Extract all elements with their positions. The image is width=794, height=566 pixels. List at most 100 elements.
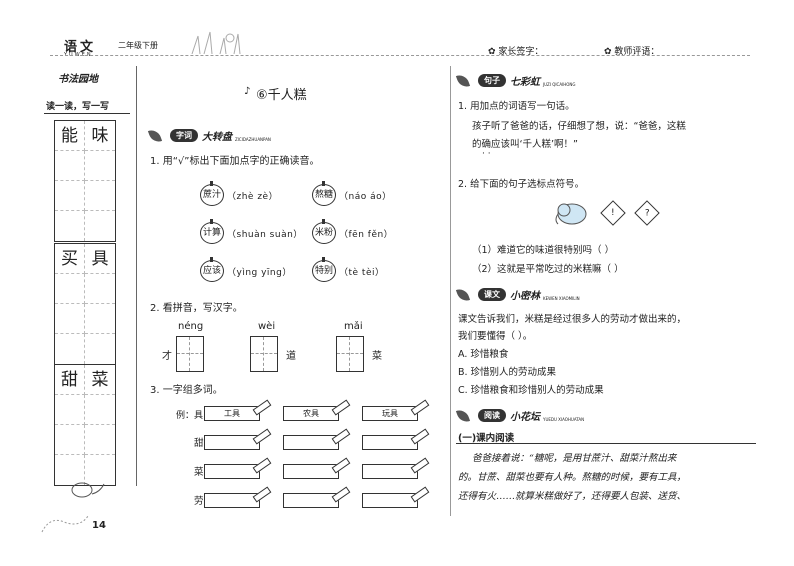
- example-word-box: 工具: [204, 406, 260, 421]
- pinyin-options: （shuàn suàn）: [227, 229, 303, 240]
- grid-cell[interactable]: [55, 304, 85, 334]
- punctuation-item[interactable]: （2）这就是平常吃过的米糕嘛（ ）: [472, 264, 624, 275]
- question-3: 3. 一字组多词。: [150, 385, 223, 396]
- writing-grid: 买 具: [54, 243, 116, 365]
- grid-cell[interactable]: [55, 151, 85, 181]
- pronunciation-choice[interactable]: 熬糖 （náo áo）: [312, 181, 392, 206]
- pencil-icon: [331, 399, 351, 416]
- answer-word-box[interactable]: [283, 464, 339, 479]
- grid-cell[interactable]: [55, 395, 85, 425]
- exclamation-sign-icon[interactable]: !: [600, 200, 626, 226]
- grid-cell[interactable]: [55, 211, 85, 241]
- grid-cell[interactable]: [85, 395, 115, 425]
- question-1: 1. 用“√”标出下面加点字的正确读音。: [150, 156, 320, 167]
- section-name: 七彩虹: [510, 77, 540, 88]
- teacher-comment-label: 教师评语：: [614, 47, 660, 57]
- pronunciation-choice[interactable]: 米粉 （fēn fěn）: [312, 219, 393, 244]
- grid-cell[interactable]: [85, 274, 115, 304]
- header-divider: [50, 55, 750, 56]
- music-note-icon: ♪: [244, 86, 251, 97]
- pencil-icon: [331, 486, 351, 503]
- hanzi-write-box[interactable]: [176, 336, 204, 372]
- pronunciation-choice[interactable]: 蔗汁 （zhè zè）: [200, 181, 278, 206]
- section-pinyin: JUZI QICAIHONG: [543, 82, 576, 87]
- pencil-icon: [252, 428, 272, 445]
- question-2: 2. 看拼音，写汉字。: [150, 303, 243, 314]
- grid-cell[interactable]: [85, 304, 115, 334]
- pencil-icon: [410, 428, 430, 445]
- reading-line: 还得有火……就算米糕做好了，还得要人包装、送货、: [458, 491, 687, 502]
- answer-word-box[interactable]: [283, 435, 339, 450]
- pronunciation-choice[interactable]: 计算 （shuàn suàn）: [200, 219, 303, 244]
- row-char: 菜: [194, 467, 204, 478]
- pronunciation-choice[interactable]: 应该 （yìng yīng）: [200, 257, 292, 282]
- answer-word-box[interactable]: [362, 464, 418, 479]
- writing-grid: 能 味: [54, 120, 116, 242]
- grid-cell[interactable]: [85, 425, 115, 455]
- answer-word-box[interactable]: [204, 464, 260, 479]
- example-word-box: 农具: [283, 406, 339, 421]
- page-number: 14: [92, 520, 106, 531]
- section-pinyin: KEWEN XIAOMILIN: [543, 296, 580, 301]
- read-write-label: 读一读，写一写: [46, 102, 110, 112]
- leaf-icon: [455, 286, 471, 303]
- grid-cell[interactable]: [55, 181, 85, 211]
- example-prefix: 例：具: [176, 411, 204, 421]
- answer-option[interactable]: A. 珍惜粮食: [458, 349, 509, 360]
- answer-word-box[interactable]: [283, 493, 339, 508]
- parent-sign-label: 家长签字：: [498, 47, 544, 57]
- answer-option[interactable]: C. 珍惜粮食和珍惜别人的劳动成果: [458, 385, 604, 396]
- pencil-icon: [410, 457, 430, 474]
- lesson-title: ⑥千人糕: [256, 88, 307, 103]
- sentence-line: 的确应该叫‘千人糕’啊！”: [472, 139, 578, 150]
- grid-char: 能: [55, 121, 85, 151]
- answer-option[interactable]: B. 珍惜别人的劳动成果: [458, 367, 557, 378]
- row-char: 劳: [194, 496, 204, 507]
- leaf-icon: [147, 127, 163, 144]
- answer-word-box[interactable]: [362, 493, 418, 508]
- pencil-icon: [410, 486, 430, 503]
- pencil-icon: [252, 486, 272, 503]
- word-apple: 特别: [312, 257, 336, 282]
- question-sign-icon[interactable]: ?: [634, 200, 660, 226]
- hanzi-write-box[interactable]: [336, 336, 364, 372]
- hanzi-write-box[interactable]: [250, 336, 278, 372]
- section-header-ziCi: 字词 大转盘 ZICIDAZHUANPAN: [147, 127, 271, 144]
- section-name: 大转盘: [202, 132, 232, 143]
- section-pinyin: YUEDU XIAOHUATAN: [543, 417, 585, 422]
- word-apple: 应该: [200, 257, 224, 282]
- pencil-icon: [331, 428, 351, 445]
- pronunciation-choice[interactable]: 特别 （tè tèi）: [312, 257, 385, 282]
- column-divider: [136, 66, 137, 486]
- section-pinyin: ZICIDAZHUANPAN: [235, 137, 271, 142]
- word-apple: 蔗汁: [200, 181, 224, 206]
- leaf-icon: [455, 72, 471, 89]
- grid-cell[interactable]: [85, 181, 115, 211]
- grid-cell[interactable]: [85, 334, 115, 364]
- answer-word-box[interactable]: [204, 493, 260, 508]
- page-number-swirl-icon: [40, 512, 90, 540]
- grid-cell[interactable]: [55, 425, 85, 455]
- pencil-icon: [331, 457, 351, 474]
- answer-word-box[interactable]: [362, 435, 418, 450]
- section-badge: 课文: [478, 288, 506, 301]
- grid-char: 具: [85, 244, 115, 274]
- section-name: 小花坛: [510, 412, 540, 423]
- section-header-yuedu: 阅读 小花坛 YUEDU XIAOHUATAN: [455, 407, 585, 424]
- row-char: 甜: [194, 438, 204, 449]
- grid-cell[interactable]: [55, 334, 85, 364]
- word-apple: 计算: [200, 219, 224, 244]
- punctuation-item[interactable]: （1）难道它的味道很特别吗（ ）: [472, 245, 615, 256]
- grid-cell[interactable]: [85, 151, 115, 181]
- example-word-box: 玩具: [362, 406, 418, 421]
- answer-word-box[interactable]: [204, 435, 260, 450]
- grass-decoration: [190, 28, 250, 58]
- reading-rule: [456, 443, 756, 444]
- grid-cell[interactable]: [55, 455, 85, 485]
- grid-cell[interactable]: [55, 274, 85, 304]
- question-text: 2. 给下面的句子选标点符号。: [458, 179, 585, 190]
- grade-label: 二年级下册: [118, 41, 158, 50]
- elephant-icon: [552, 198, 592, 232]
- grid-cell[interactable]: [85, 211, 115, 241]
- pinyin-options: （tè tèi）: [339, 267, 385, 278]
